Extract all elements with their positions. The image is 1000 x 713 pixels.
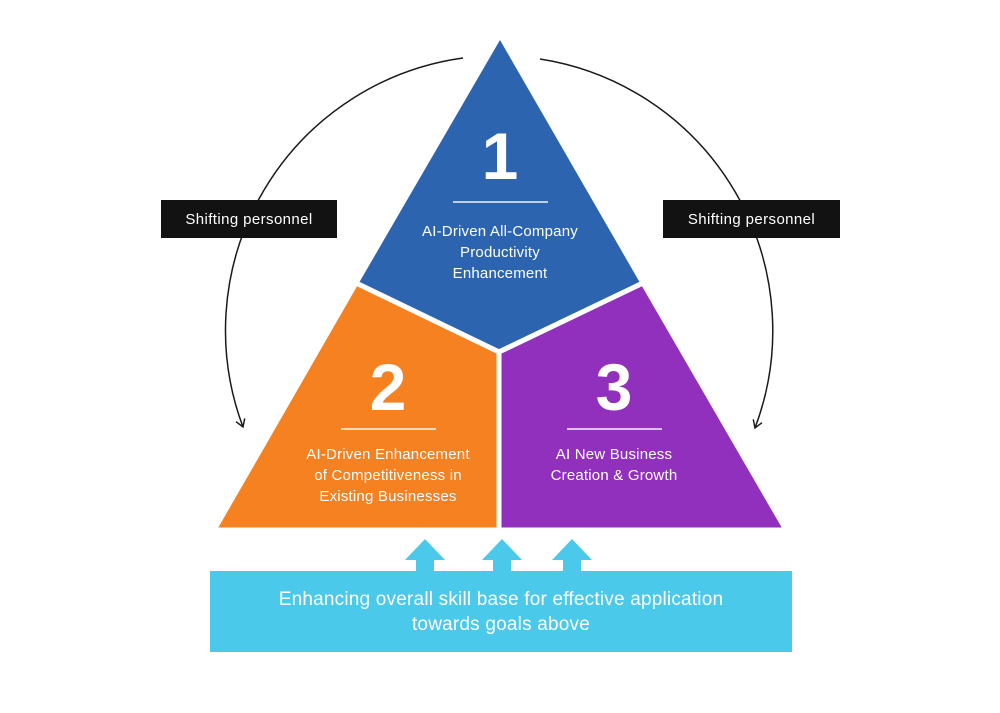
shifting-personnel-label-right-text: Shifting personnel [687,210,816,228]
up-arrow-icon-3 [552,539,592,572]
shifting-personnel-label-right: Shifting personnel [663,200,840,238]
pyramid-section-3-shape [496,279,791,533]
shifting-personnel-label-left: Shifting personnel [161,200,337,238]
skill-base-banner-line-1: Enhancing overall skill base for effecti… [278,588,724,610]
skill-base-banner: Enhancing overall skill base for effecti… [210,571,792,652]
skill-base-banner-line-2: towards goals above [411,613,591,635]
up-arrow-icon-2 [482,539,522,572]
up-arrow-icon-1 [405,539,445,572]
right-curved-arrow [539,58,774,430]
shifting-personnel-label-left-text: Shifting personnel [185,210,313,228]
left-curved-arrow [224,57,464,429]
